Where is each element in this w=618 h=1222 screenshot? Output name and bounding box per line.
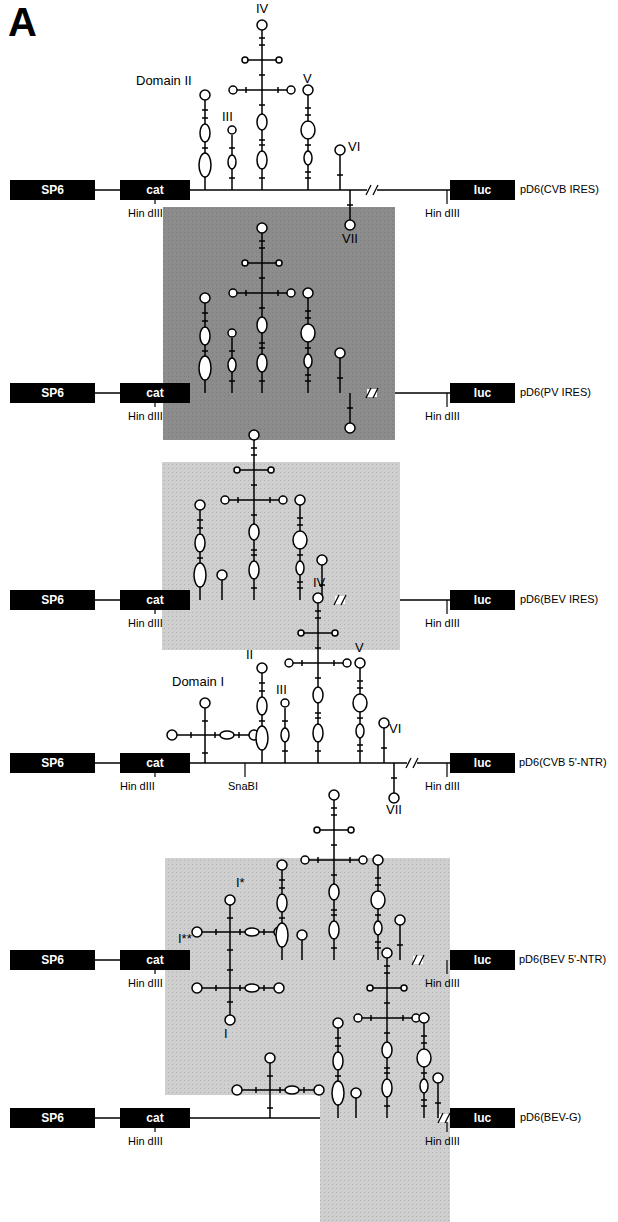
domain-label: II — [246, 648, 253, 662]
domain-label: I* — [236, 876, 245, 890]
gene-name: cat — [146, 1111, 163, 1125]
restriction-site-label: Hin dIII — [425, 1135, 460, 1147]
domain-label: V — [355, 641, 364, 655]
gene-name: luc — [474, 386, 491, 400]
panel-letter: A — [8, 0, 37, 44]
gene-name: cat — [146, 756, 163, 770]
gene-name: cat — [146, 953, 163, 967]
gene-name: SP6 — [41, 593, 64, 607]
gene-name: SP6 — [41, 386, 64, 400]
gene-box: SP6 — [10, 753, 95, 773]
plasmid-backbone — [95, 392, 120, 394]
gene-name: luc — [474, 1111, 491, 1125]
gene-box: cat — [120, 753, 190, 773]
gene-box: SP6 — [10, 180, 95, 200]
restriction-site-label: Hin dIII — [425, 977, 460, 989]
restriction-site-label: Hin dIII — [128, 977, 163, 989]
gene-name: SP6 — [41, 183, 64, 197]
gene-box: cat — [120, 1108, 190, 1128]
domain-label: I — [224, 1027, 228, 1041]
gene-box: SP6 — [10, 590, 95, 610]
gene-box: cat — [120, 180, 190, 200]
domain-label: Domain I — [172, 675, 224, 689]
gene-name: SP6 — [41, 1111, 64, 1125]
gene-box: cat — [120, 590, 190, 610]
restriction-site-label: Hin dIII — [128, 207, 163, 219]
restriction-site-label: Hin dIII — [120, 780, 155, 792]
restriction-site-label: SnaBI — [228, 780, 258, 792]
gene-box: SP6 — [10, 950, 95, 970]
gene-name: cat — [146, 183, 163, 197]
domain-label: VII — [386, 803, 402, 817]
gene-name: luc — [474, 183, 491, 197]
gene-box: cat — [120, 950, 190, 970]
domain-label: I** — [178, 932, 192, 946]
restriction-site-label: Hin dIII — [425, 410, 460, 422]
plasmid-backbone — [95, 599, 120, 601]
restriction-site-label: Hin dIII — [425, 207, 460, 219]
gene-box: luc — [450, 590, 515, 610]
plasmid-backbone — [190, 189, 450, 191]
domain-label: VI — [389, 722, 401, 736]
gene-box: SP6 — [10, 1108, 95, 1128]
gene-name: cat — [146, 386, 163, 400]
restriction-site-label: Hin dIII — [128, 1135, 163, 1147]
plasmid-backbone — [95, 762, 120, 764]
domain-label: Domain II — [136, 74, 192, 88]
domain-label: VII — [342, 232, 358, 246]
plasmid-backbone — [95, 189, 120, 191]
restriction-site-label: Hin dIII — [128, 410, 163, 422]
construct-name: pD6(BEV IRES) — [520, 593, 598, 605]
domain-label: III — [276, 683, 287, 697]
gene-box: luc — [450, 950, 515, 970]
gene-name: luc — [474, 756, 491, 770]
gene-name: luc — [474, 593, 491, 607]
gene-box: luc — [450, 753, 515, 773]
gene-box: cat — [120, 383, 190, 403]
construct-name: pD6(BEV-G) — [520, 1111, 581, 1123]
domain-label: V — [303, 72, 312, 86]
domain-label: VI — [348, 140, 360, 154]
gene-name: cat — [146, 593, 163, 607]
construct-name: pD6(PV IRES) — [520, 386, 591, 398]
gene-box: luc — [450, 180, 515, 200]
gene-box: SP6 — [10, 383, 95, 403]
domain-label: IV — [313, 576, 325, 590]
domain-label: IV — [256, 2, 268, 16]
construct-name: pD6(CVB IRES) — [520, 183, 599, 195]
restriction-site-label: Hin dIII — [425, 617, 460, 629]
gene-box: luc — [450, 1108, 515, 1128]
gene-name: luc — [474, 953, 491, 967]
construct-name: pD6(BEV 5'-NTR) — [519, 953, 606, 965]
gene-box: luc — [450, 383, 515, 403]
restriction-site-label: Hin dIII — [425, 780, 460, 792]
restriction-site-label: Hin dIII — [128, 617, 163, 629]
domain-label: III — [222, 110, 233, 124]
construct-name: pD6(CVB 5'-NTR) — [519, 756, 607, 768]
plasmid-backbone — [95, 1117, 120, 1119]
plasmid-backbone — [95, 959, 120, 961]
gene-name: SP6 — [41, 756, 64, 770]
gene-name: SP6 — [41, 953, 64, 967]
